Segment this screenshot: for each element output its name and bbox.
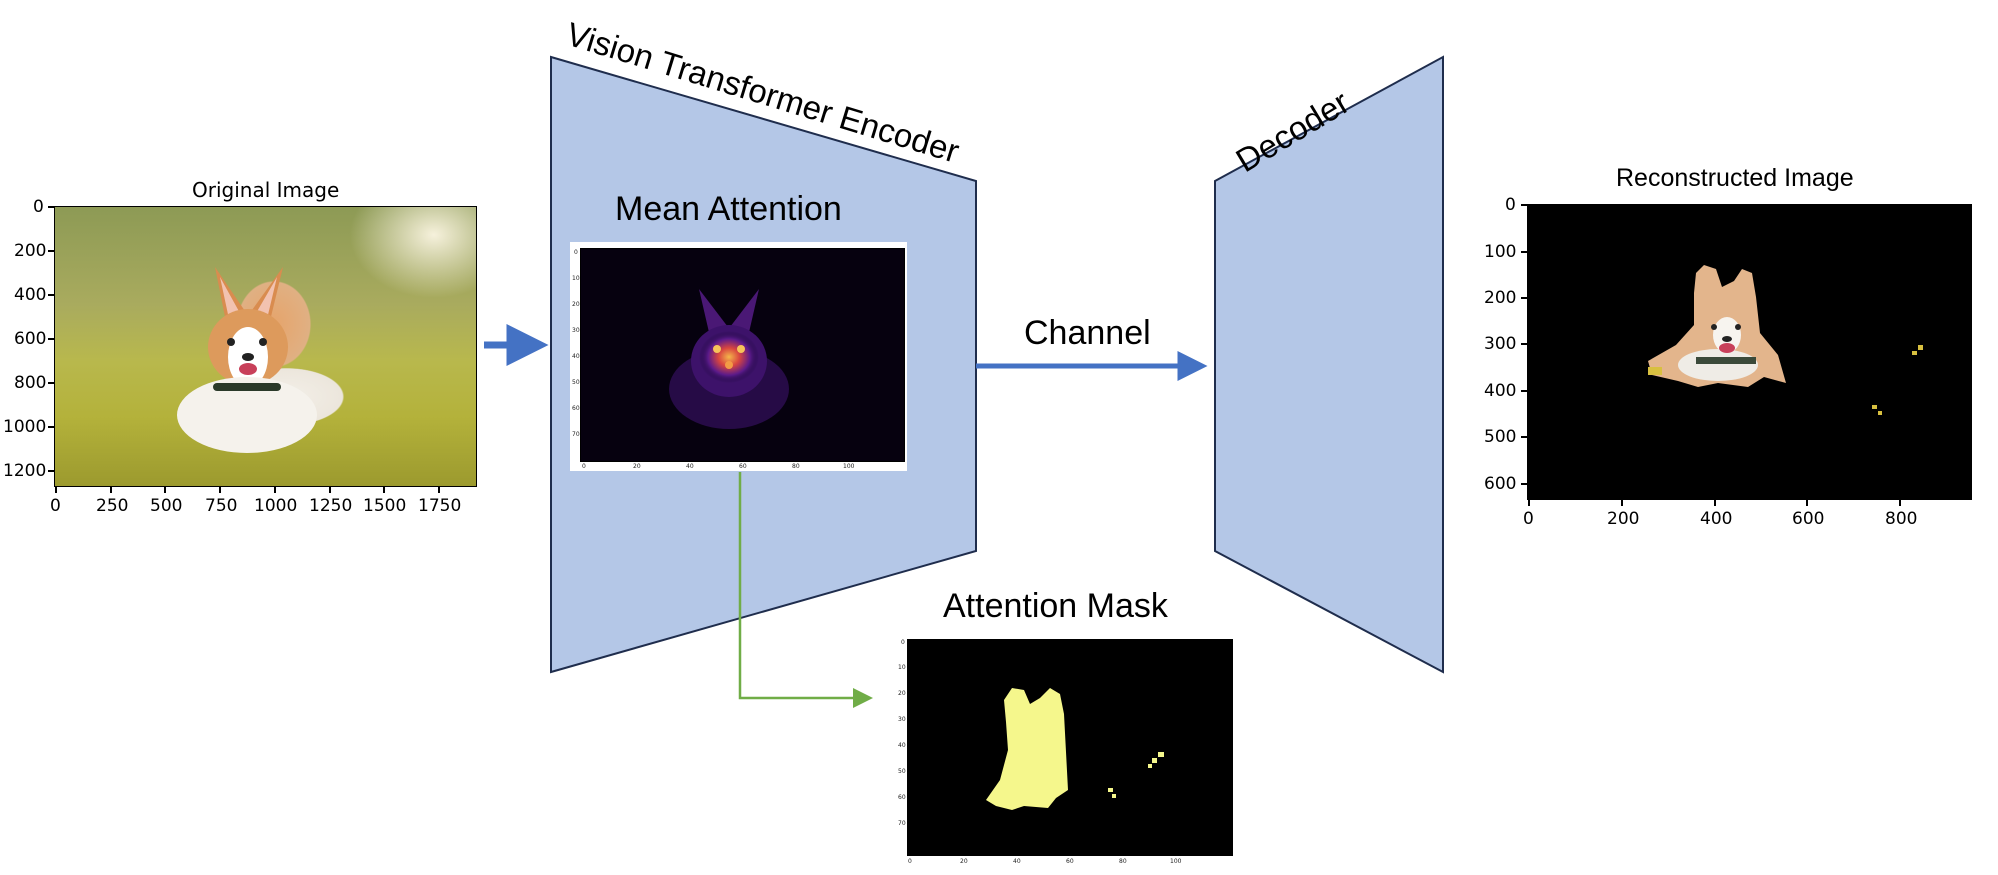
mask-ytick: 40 [898,742,906,749]
rec-xtick: 200 [1607,509,1640,529]
mask-xtick: 40 [1013,858,1021,865]
ma-xtick: 60 [739,463,747,470]
rec-ytick: 100 [1484,242,1517,262]
mean-attention-title: Mean Attention [615,190,842,228]
mask-xtick: 0 [908,858,912,865]
mask-ytick: 50 [898,768,906,775]
ma-xtick: 0 [582,463,586,470]
rec-xtick: 0 [1523,509,1534,529]
orig-xtick: 0 [50,496,61,516]
ma-ytick: 60 [572,405,580,412]
ma-ytick: 10 [572,275,580,282]
ma-ytick: 30 [572,327,580,334]
orig-xtick: 250 [96,496,129,516]
orig-ytick: 1200 [3,461,47,481]
attention-heat [669,289,789,429]
mask-shape [986,688,1164,810]
orig-ytick: 800 [14,373,47,393]
mask-ytick: 60 [898,794,906,801]
orig-ytick: 400 [14,285,47,305]
original-image-plot [54,206,477,487]
mask-ytick: 10 [898,664,906,671]
ma-ytick: 50 [572,379,580,386]
original-image-title: Original Image [192,178,340,202]
mask-xtick: 80 [1119,858,1127,865]
mask-ytick: 30 [898,716,906,723]
corgi-photo [177,267,317,453]
ma-ytick: 40 [572,353,580,360]
mask-ytick: 70 [898,820,906,827]
mask-xtick: 20 [960,858,968,865]
mask-xtick: 100 [1170,858,1182,865]
rec-ytick: 0 [1505,195,1516,215]
reconstructed-image-title: Reconstructed Image [1616,164,1854,192]
reconstructed-corgi [1648,265,1923,415]
mask-arrow [738,472,873,708]
mean-attention-heatmap [580,248,905,462]
mask-ytick: 0 [901,639,905,646]
reconstructed-image-plot [1527,204,1972,500]
orig-xtick: 1500 [363,496,407,516]
orig-ytick: 200 [14,241,47,261]
rec-xtick: 600 [1792,509,1825,529]
attention-mask-plot [907,639,1233,856]
orig-xtick: 1000 [254,496,298,516]
orig-xtick: 1750 [418,496,462,516]
attention-mask-title: Attention Mask [943,587,1168,625]
ma-ytick: 20 [572,301,580,308]
ma-xtick: 100 [843,463,855,470]
rec-ytick: 300 [1484,334,1517,354]
decoder-trapezoid [1214,55,1444,674]
channel-label: Channel [1024,314,1151,352]
rec-xtick: 400 [1700,509,1733,529]
rec-ytick: 500 [1484,427,1517,447]
rec-ytick: 200 [1484,288,1517,308]
orig-ytick: 0 [33,197,44,217]
rec-ytick: 400 [1484,381,1517,401]
orig-ytick: 1000 [3,417,47,437]
orig-xtick: 1250 [309,496,353,516]
ma-ytick: 70 [572,431,580,438]
rec-xtick: 800 [1885,509,1918,529]
ma-ytick: 0 [574,249,578,256]
orig-xtick: 750 [205,496,238,516]
ma-xtick: 20 [633,463,641,470]
mask-ytick: 20 [898,690,906,697]
mask-xtick: 60 [1066,858,1074,865]
rec-ytick: 600 [1484,474,1517,494]
ma-xtick: 40 [686,463,694,470]
orig-ytick: 600 [14,329,47,349]
ma-xtick: 80 [792,463,800,470]
orig-xtick: 500 [150,496,183,516]
